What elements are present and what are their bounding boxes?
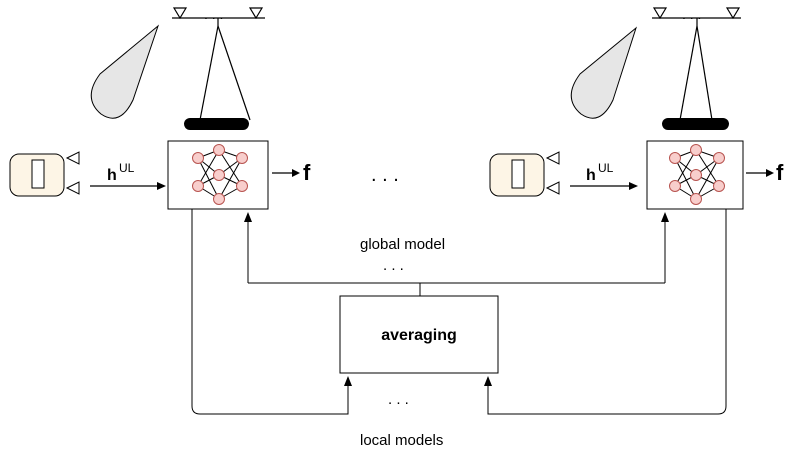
right-station: . . . h UL <box>489 6 784 210</box>
output-arrow <box>272 169 300 177</box>
uplink-arrow <box>90 182 166 190</box>
output-label: f <box>303 160 311 185</box>
uplink-superscript: UL <box>598 161 614 175</box>
global-model-ellipsis: . . . <box>383 257 404 274</box>
stations-ellipsis: . . . <box>371 164 399 186</box>
local-model-arrowhead-left <box>344 376 352 386</box>
global-model-label: global model <box>360 236 445 253</box>
beam-icon <box>90 24 160 119</box>
local-models-label: local models <box>360 432 443 449</box>
local-model-arrowhead-right <box>484 376 492 386</box>
antenna-ellipsis: . . . <box>204 6 223 22</box>
uplink-label: h <box>586 167 596 184</box>
local-model-connector-right <box>487 209 727 415</box>
antenna-array-icon <box>652 7 741 121</box>
averaging-label: averaging <box>381 327 457 344</box>
left-station: . . . h UL <box>9 6 311 210</box>
uplink-superscript: UL <box>119 161 135 175</box>
antenna-array-icon <box>172 7 265 121</box>
uplink-arrow <box>570 182 638 190</box>
beam-icon <box>570 26 637 119</box>
panel-icon <box>184 118 249 130</box>
output-label: f <box>776 160 784 185</box>
uplink-label: h <box>107 167 117 184</box>
user-device-icon <box>489 151 560 197</box>
antenna-ellipsis: . . . <box>682 6 701 22</box>
output-arrow <box>746 169 774 177</box>
local-models-ellipsis: . . . <box>388 391 409 408</box>
neural-network-icon <box>192 144 248 205</box>
global-model-arrowhead-left <box>244 212 252 222</box>
neural-network-icon <box>669 144 725 205</box>
global-model-arrowhead-right <box>661 212 669 222</box>
user-device-icon <box>9 151 80 197</box>
global-model-connector <box>247 220 666 296</box>
panel-icon <box>662 118 729 130</box>
local-model-connector-left <box>191 209 349 415</box>
averaging-box <box>339 295 499 374</box>
